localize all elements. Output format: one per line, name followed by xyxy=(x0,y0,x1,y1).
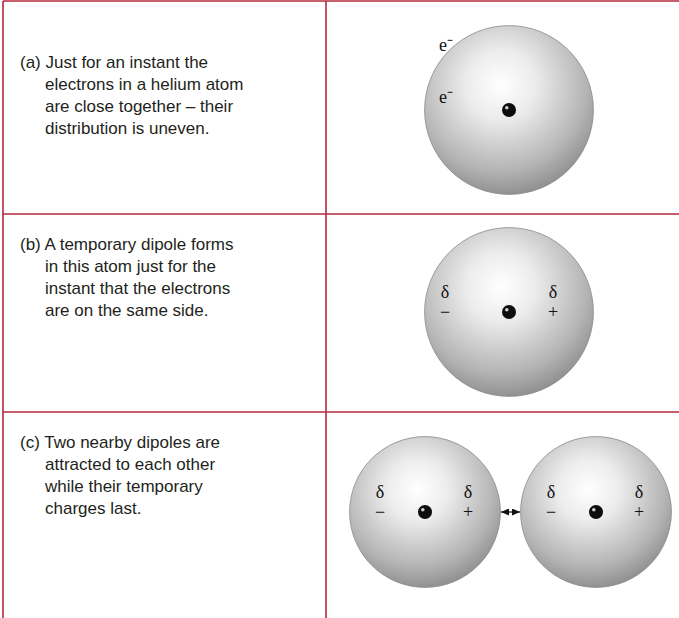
electron-cloud xyxy=(350,437,501,588)
electron-cloud xyxy=(425,228,594,397)
table-rule xyxy=(325,1,327,618)
charge-label: δ + xyxy=(548,282,558,322)
nucleus-highlight xyxy=(505,308,509,312)
helium-atom: δ − δ + xyxy=(349,436,501,588)
nucleus xyxy=(502,305,516,319)
caption-cell: (b) A temporary dipole forms in this ato… xyxy=(4,215,325,411)
caption-text-block: (c) Two nearby dipoles are attracted to … xyxy=(20,413,248,520)
helium-atom: δ − δ + xyxy=(424,227,594,397)
charge-label: δ − xyxy=(546,482,556,522)
caption-text-block: (a) Just for an instant the electrons in… xyxy=(20,2,248,140)
caption-text-block: (b) A temporary dipole forms in this ato… xyxy=(20,215,248,322)
nucleus-highlight xyxy=(421,508,425,512)
atom-sphere xyxy=(520,436,672,588)
nucleus xyxy=(502,103,516,117)
table-rule xyxy=(3,0,679,2)
nucleus xyxy=(418,505,432,519)
table-rule xyxy=(3,411,679,413)
charge-label: δ − xyxy=(375,482,385,522)
atom-sphere xyxy=(349,436,501,588)
caption-cell: (a) Just for an instant the electrons in… xyxy=(4,2,325,213)
electron-cloud xyxy=(521,437,672,588)
caption-text: (b) A temporary dipole forms in this ato… xyxy=(45,234,248,322)
helium-atom: δ − δ + xyxy=(520,436,672,588)
table-rule xyxy=(2,1,4,618)
caption-cell: (c) Two nearby dipoles are attracted to … xyxy=(4,413,325,618)
charge-label: e⁻ xyxy=(439,35,453,55)
charge-label: δ + xyxy=(463,482,473,522)
attraction-arrow xyxy=(501,511,520,512)
caption-text: (c) Two nearby dipoles are attracted to … xyxy=(45,432,248,520)
nucleus-highlight xyxy=(505,106,509,110)
charge-label: δ + xyxy=(634,482,644,522)
charge-label: e⁻ xyxy=(439,87,453,107)
charge-label: δ − xyxy=(440,282,450,322)
helium-atom: e⁻ e⁻ xyxy=(424,25,594,195)
nucleus-highlight xyxy=(592,508,596,512)
table-rule xyxy=(3,213,679,215)
electron-cloud xyxy=(425,26,594,195)
nucleus xyxy=(589,505,603,519)
caption-text: (a) Just for an instant the electrons in… xyxy=(45,52,248,140)
